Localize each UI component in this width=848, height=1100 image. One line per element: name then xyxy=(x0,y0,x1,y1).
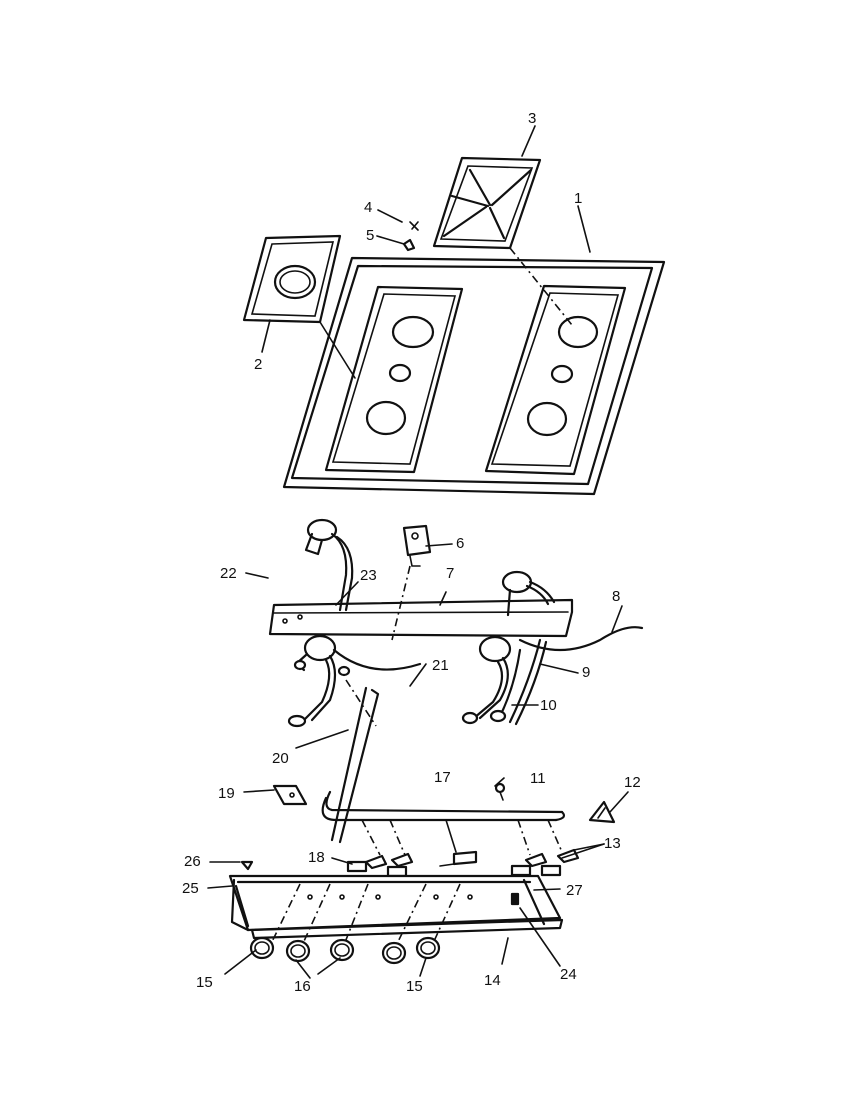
manifold-pipe xyxy=(321,790,566,822)
callout-3: 3 xyxy=(528,110,536,127)
callout-23: 23 xyxy=(360,567,377,584)
gas-line-part-8 xyxy=(518,626,644,652)
callout-26: 26 xyxy=(184,853,201,870)
screw-part-4 xyxy=(409,221,419,231)
callout-13: 13 xyxy=(604,835,621,852)
callout-27: 27 xyxy=(566,882,583,899)
callout-16: 16 xyxy=(294,978,311,995)
switch-part-17 xyxy=(439,850,478,867)
control-panel-part xyxy=(228,874,564,951)
valves-left xyxy=(346,819,414,878)
burner-front-left xyxy=(287,634,337,728)
burner-bowl-part xyxy=(242,234,356,379)
wire-part-21 xyxy=(332,648,422,677)
burner-rear-right xyxy=(501,570,556,617)
burner-front-right xyxy=(461,635,522,725)
knob-3 xyxy=(329,938,355,962)
callout-18: 18 xyxy=(308,849,325,866)
callout-2: 2 xyxy=(254,356,262,373)
clip-part-5 xyxy=(402,238,416,252)
tube-part-20 xyxy=(330,686,380,844)
maintop-part xyxy=(282,256,666,496)
callout-6: 6 xyxy=(456,535,464,552)
callout-11: 11 xyxy=(530,770,546,787)
knob-15-left xyxy=(249,936,275,960)
callout-14: 14 xyxy=(484,972,501,989)
leader-lines xyxy=(207,125,629,979)
callout-22: 22 xyxy=(220,565,237,582)
burner-rear-left xyxy=(304,518,354,612)
callout-8: 8 xyxy=(612,588,620,605)
manifold-bracket-part xyxy=(268,598,574,638)
grate-part xyxy=(432,156,573,326)
callout-15-right: 15 xyxy=(406,978,423,995)
bracket-part-19 xyxy=(272,784,308,806)
knob-15-right xyxy=(415,936,441,960)
valves-right xyxy=(510,819,580,877)
callout-19: 19 xyxy=(218,785,235,802)
callout-5: 5 xyxy=(366,227,374,244)
callout-9: 9 xyxy=(582,664,590,681)
spark-module-part-6 xyxy=(402,524,432,567)
callout-10: 10 xyxy=(540,697,557,714)
knob-4 xyxy=(381,941,407,965)
knob-16 xyxy=(285,939,311,963)
screw-part-11 xyxy=(494,782,506,801)
callout-7: 7 xyxy=(446,565,454,582)
screw-part-26 xyxy=(240,860,254,871)
clip-part-12 xyxy=(588,800,616,824)
callout-25: 25 xyxy=(182,880,199,897)
callout-15-left: 15 xyxy=(196,974,213,991)
callout-12: 12 xyxy=(624,774,641,791)
callout-17: 17 xyxy=(434,769,451,786)
callout-20: 20 xyxy=(272,750,289,767)
callout-24: 24 xyxy=(560,966,577,983)
callout-4: 4 xyxy=(364,199,372,216)
callout-21: 21 xyxy=(432,657,449,674)
callout-1: 1 xyxy=(574,190,582,207)
